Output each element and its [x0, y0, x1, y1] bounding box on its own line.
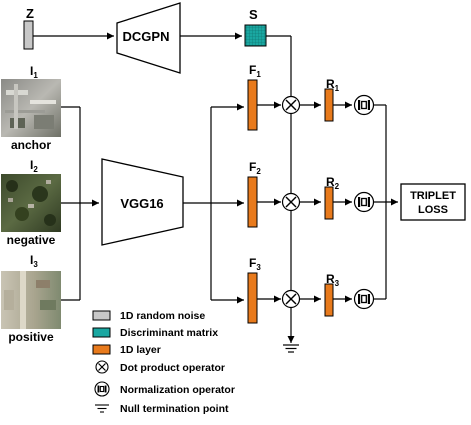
- dot-product-icon: [281, 95, 301, 115]
- legend-item-layer: 1D layer: [120, 344, 161, 356]
- f2-label: F2: [249, 160, 261, 176]
- legend-item-matrix: Discriminant matrix: [120, 327, 218, 339]
- normalization-icon: [353, 191, 375, 213]
- dcgpn-label: DCGPN: [123, 29, 170, 44]
- positive-image: [1, 271, 61, 329]
- r2-label: R2: [326, 175, 340, 191]
- legend-item-normalization: Normalization operator: [120, 384, 235, 396]
- legend-item-null-termination: Null termination point: [120, 403, 229, 415]
- legend-matrix-swatch: [92, 327, 111, 338]
- discriminant-matrix: [244, 24, 267, 47]
- anchor-caption: anchor: [11, 138, 51, 152]
- dot-product-icon: [281, 192, 301, 212]
- null-termination-icon: [283, 344, 299, 353]
- input-label-2: I2: [30, 158, 38, 174]
- legend-noise-swatch: [92, 310, 111, 321]
- r1-layer: [324, 88, 334, 122]
- legend-dot-product-icon: [95, 360, 109, 374]
- r1-label: R1: [326, 77, 340, 93]
- triplet-loss-line2: LOSS: [418, 204, 448, 216]
- legend-layer-swatch: [92, 344, 111, 355]
- legend-item-noise: 1D random noise: [120, 310, 205, 322]
- noise-label: Z: [26, 6, 34, 21]
- normalization-icon: [353, 94, 375, 116]
- dcgpn-block: [116, 2, 181, 74]
- legend-null-termination-icon: [95, 404, 109, 413]
- anchor-image: [1, 79, 61, 137]
- dot-product-icon: [281, 289, 301, 309]
- negative-caption: negative: [7, 233, 56, 247]
- r3-layer: [324, 283, 334, 317]
- f1-label: F1: [249, 63, 261, 79]
- input-label-3: I3: [30, 253, 38, 269]
- normalization-icon: [353, 288, 375, 310]
- f3-label: F3: [249, 256, 261, 272]
- r3-label: R3: [326, 272, 340, 288]
- triplet-loss-box: [400, 183, 466, 221]
- f3-layer: [247, 272, 258, 324]
- r2-layer: [324, 186, 334, 220]
- legend-normalization-icon: [94, 381, 110, 397]
- f1-layer: [247, 79, 258, 131]
- noise-vector: [23, 20, 34, 50]
- matrix-label: S: [249, 7, 258, 22]
- input-label-1: I1: [30, 64, 38, 80]
- legend: 1D random noise Discriminant matrix 1D l…: [92, 310, 235, 415]
- vgg16-label: VGG16: [120, 196, 163, 211]
- vgg16-block: [101, 158, 184, 246]
- legend-item-dot-product: Dot product operator: [120, 362, 225, 374]
- triplet-loss-line1: TRIPLET: [410, 190, 456, 202]
- negative-image: [1, 174, 61, 232]
- f2-layer: [247, 176, 258, 228]
- positive-caption: positive: [8, 330, 54, 344]
